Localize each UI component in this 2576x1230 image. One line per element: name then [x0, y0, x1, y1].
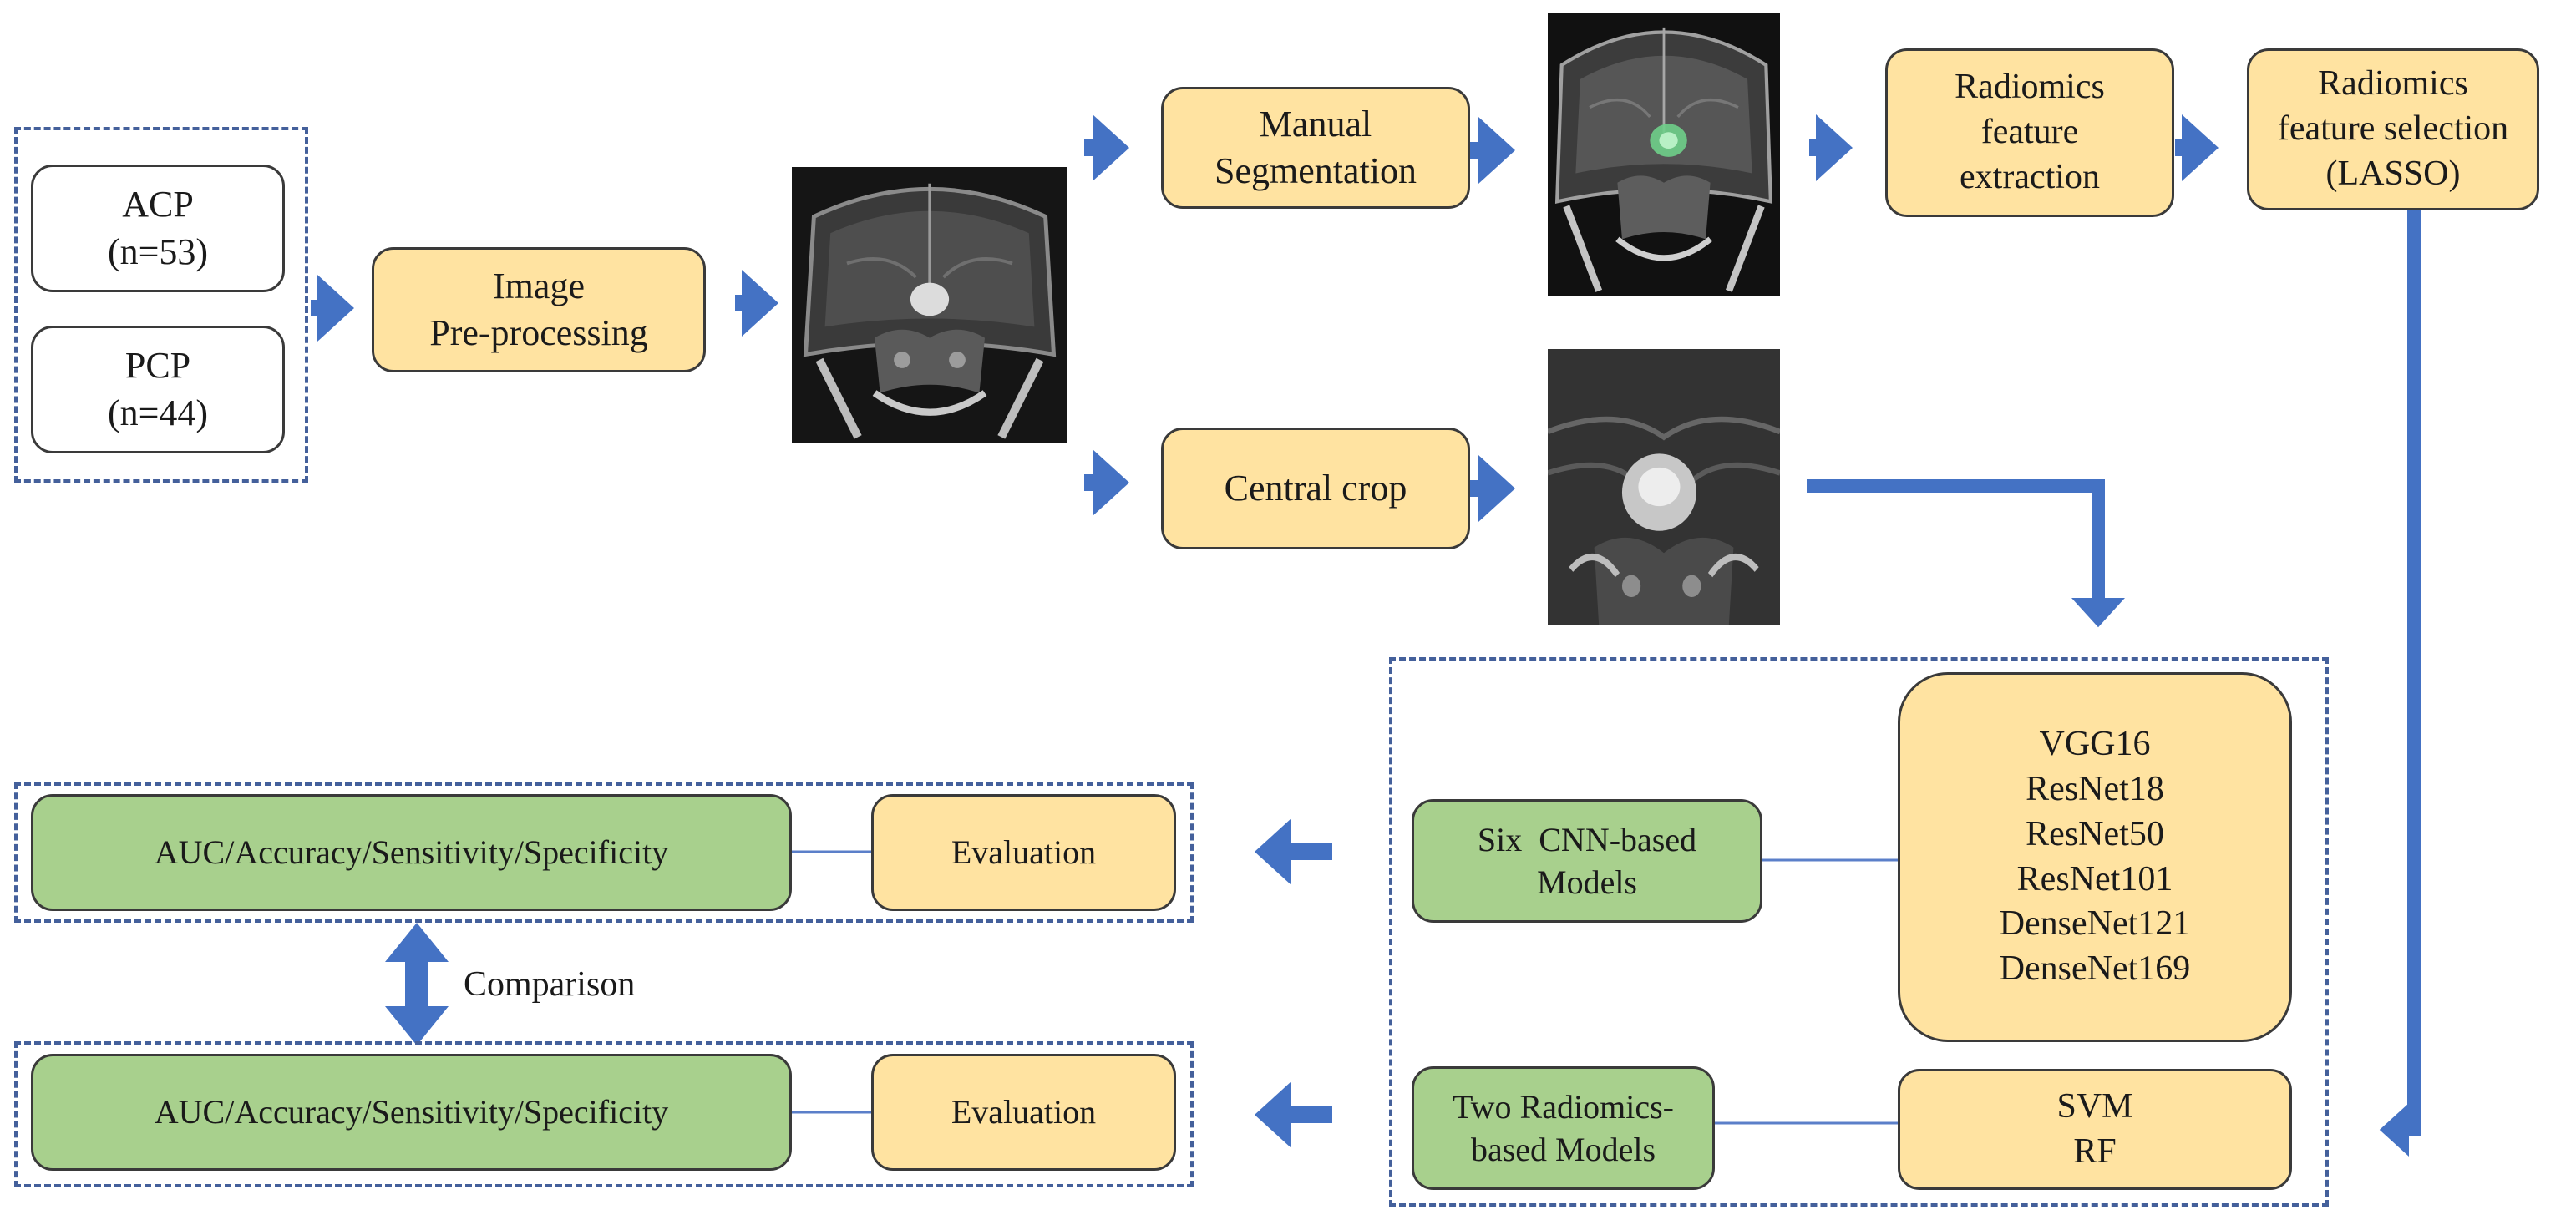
pcp-count: (n=44)	[107, 392, 209, 433]
feature-extraction-box: Radiomics feature extraction	[1885, 48, 2174, 217]
cnn-model-densenet169: DenseNet169	[1999, 949, 2191, 988]
segmentation-line-2: Segmentation	[1214, 150, 1417, 191]
radiomics-model-rf: RF	[2073, 1131, 2117, 1171]
radiomics-models-line-1: Two Radiomics-	[1453, 1087, 1674, 1126]
segmented-mri-image	[1548, 13, 1780, 296]
preprocessed-mri-image	[792, 167, 1067, 443]
cropped-mri-image	[1548, 349, 1780, 625]
radiomics-metrics-box: AUC/Accuracy/Sensitivity/Specificity	[31, 1054, 792, 1171]
radiomics-evaluation-group	[14, 1041, 1194, 1187]
cnn-model-resnet50: ResNet50	[2026, 814, 2164, 853]
cnn-evaluation-group	[14, 782, 1194, 923]
cnn-model-resnet18: ResNet18	[2026, 770, 2164, 808]
pcp-name: PCP	[124, 345, 191, 387]
cnn-model-list-box: VGG16 ResNet18 ResNet50 ResNet101 DenseN…	[1898, 672, 2292, 1042]
coronal-mri-icon	[792, 167, 1067, 443]
cnn-models-line-1: Six CNN-based	[1477, 820, 1697, 858]
cnn-models-line-2: Models	[1537, 863, 1637, 901]
central-crop-box: Central crop	[1161, 428, 1470, 549]
segmentation-line-1: Manual	[1259, 103, 1372, 144]
cohort-group	[14, 127, 308, 483]
radiomics-models-line-2: based Models	[1470, 1131, 1656, 1168]
cropped-mri-icon	[1548, 349, 1780, 625]
cnn-evaluation-box: Evaluation	[871, 794, 1176, 911]
radiomics-model-list-box: SVM RF	[1898, 1069, 2292, 1190]
preprocessing-line-2: Pre-processing	[429, 312, 648, 353]
cnn-model-densenet121: DenseNet121	[1999, 904, 2191, 944]
radiomics-model-svm: SVM	[2056, 1086, 2133, 1126]
cnn-metrics-label: AUC/Accuracy/Sensitivity/Specificity	[154, 833, 669, 872]
feature-selection-box: Radiomics feature selection (LASSO)	[2247, 48, 2539, 210]
central-crop-label: Central crop	[1224, 467, 1407, 509]
radiomics-evaluation-label: Evaluation	[951, 1093, 1097, 1131]
radiomics-metrics-label: AUC/Accuracy/Sensitivity/Specificity	[154, 1093, 669, 1131]
selection-line-2: feature selection	[2277, 109, 2509, 149]
comparison-double-arrow-icon	[385, 923, 449, 1045]
radiomics-evaluation-box: Evaluation	[871, 1054, 1176, 1171]
acp-name: ACP	[122, 184, 194, 225]
cnn-evaluation-label: Evaluation	[951, 833, 1097, 872]
preprocessing-line-1: Image	[493, 265, 585, 306]
preprocessing-box: Image Pre-processing	[372, 247, 706, 372]
radiomics-models-box: Two Radiomics- based Models	[1412, 1066, 1715, 1190]
comparison-label: Comparison	[464, 965, 636, 1004]
selection-line-3: (LASSO)	[2325, 154, 2461, 193]
cnn-metrics-box: AUC/Accuracy/Sensitivity/Specificity	[31, 794, 792, 911]
arrow-crop-to-cnn-group	[1807, 479, 2125, 628]
pcp-cohort-box: PCP (n=44)	[31, 326, 285, 453]
cnn-models-box: Six CNN-based Models	[1412, 799, 1762, 923]
extraction-line-2: feature	[1980, 113, 2079, 152]
acp-cohort-box: ACP (n=53)	[31, 165, 285, 292]
segmented-mri-icon	[1548, 13, 1780, 296]
arrow-selection-to-radiomics-models	[2379, 210, 2421, 1157]
extraction-line-3: extraction	[1960, 157, 2100, 196]
manual-segmentation-box: Manual Segmentation	[1161, 87, 1470, 209]
cnn-model-resnet101: ResNet101	[2016, 859, 2173, 898]
cnn-model-vgg16: VGG16	[2039, 725, 2151, 764]
acp-count: (n=53)	[107, 230, 209, 272]
models-group	[1389, 657, 2329, 1207]
selection-line-1: Radiomics	[2318, 64, 2468, 104]
extraction-line-1: Radiomics	[1955, 68, 2105, 107]
